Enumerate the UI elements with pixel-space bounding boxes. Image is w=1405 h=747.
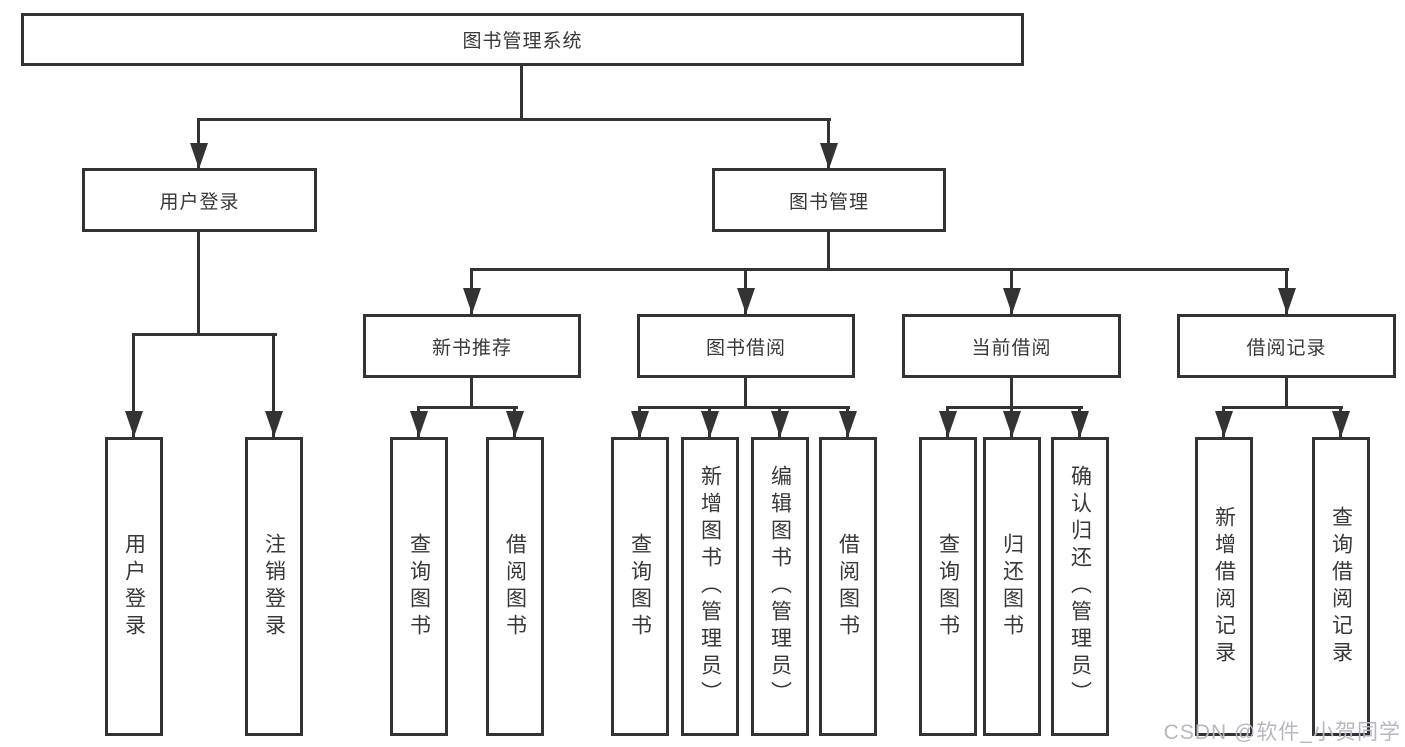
leaf-cb-query-book-label: 查询图书 — [936, 532, 960, 641]
leaf-bb-add-book-label: 新增图书（管理员） — [698, 465, 722, 708]
leaf-br-query-record-label: 查询借阅记录 — [1329, 505, 1353, 668]
connector-line — [638, 406, 850, 409]
arrowhead-down-icon — [190, 143, 208, 169]
leaf-rec-borrow-book-label: 借阅图书 — [503, 532, 527, 641]
arrowhead-down-icon — [1215, 411, 1233, 437]
node-current-borrow-label: 当前借阅 — [971, 337, 1052, 359]
leaf-logout-label: 注销登录 — [262, 532, 286, 641]
leaf-rec-query-book-label: 查询图书 — [407, 532, 431, 641]
leaf-cb-return-book-label: 归还图书 — [1000, 532, 1024, 641]
leaf-bb-query-book-label: 查询图书 — [628, 532, 652, 641]
leaf-bb-edit-book-label: 编辑图书（管理员） — [768, 465, 792, 708]
node-book-borrow-label: 图书借阅 — [705, 337, 786, 359]
node-new-book-recommend-label: 新书推荐 — [431, 337, 512, 359]
connector-line — [132, 333, 277, 336]
leaf-user-login-label: 用户登录 — [122, 532, 146, 641]
connector-line — [197, 118, 831, 121]
connector-line — [470, 378, 473, 409]
leaf-bb-borrow-book: 借阅图书 — [819, 437, 877, 736]
connector-line — [744, 378, 747, 409]
leaf-br-query-record: 查询借阅记录 — [1312, 437, 1370, 736]
connector-line — [827, 232, 830, 271]
connector-line — [946, 406, 1083, 409]
leaf-br-add-record-label: 新增借阅记录 — [1212, 505, 1236, 668]
arrowhead-down-icon — [631, 411, 649, 437]
leaf-rec-borrow-book: 借阅图书 — [486, 437, 544, 736]
node-book-management-label: 图书管理 — [788, 191, 869, 213]
node-root: 图书管理系统 — [21, 13, 1024, 66]
arrowhead-down-icon — [1332, 411, 1350, 437]
leaf-cb-return-book: 归还图书 — [983, 437, 1041, 736]
watermark: CSDN @软件_小贺同学 — [1163, 721, 1401, 744]
arrowhead-down-icon — [125, 411, 143, 437]
connector-line — [1010, 378, 1013, 409]
leaf-cb-confirm-return-label: 确认归还（管理员） — [1068, 465, 1092, 708]
leaf-bb-borrow-book-label: 借阅图书 — [836, 532, 860, 641]
leaf-logout: 注销登录 — [245, 437, 303, 736]
connector-line — [1222, 406, 1343, 409]
node-user-login-label: 用户登录 — [159, 191, 240, 213]
connector-line — [520, 64, 523, 118]
node-borrow-records-label: 借阅记录 — [1246, 337, 1327, 359]
connector-line — [417, 406, 518, 409]
arrowhead-down-icon — [265, 411, 283, 437]
node-root-label: 图书管理系统 — [462, 31, 583, 52]
connector-line — [197, 232, 200, 335]
leaf-bb-edit-book: 编辑图书（管理员） — [751, 437, 809, 736]
arrowhead-down-icon — [771, 411, 789, 437]
node-current-borrow: 当前借阅 — [902, 314, 1121, 378]
leaf-cb-confirm-return: 确认归还（管理员） — [1051, 437, 1109, 736]
arrowhead-down-icon — [1003, 411, 1021, 437]
arrowhead-down-icon — [820, 143, 838, 169]
connector-line — [1285, 378, 1288, 409]
leaf-rec-query-book: 查询图书 — [390, 437, 448, 736]
arrowhead-down-icon — [1278, 288, 1296, 314]
leaf-bb-add-book: 新增图书（管理员） — [681, 437, 739, 736]
arrowhead-down-icon — [737, 288, 755, 314]
arrowhead-down-icon — [1003, 288, 1021, 314]
arrowhead-down-icon — [506, 411, 524, 437]
arrowhead-down-icon — [1071, 411, 1089, 437]
arrowhead-down-icon — [939, 411, 957, 437]
node-book-borrow: 图书借阅 — [637, 314, 855, 378]
leaf-cb-query-book: 查询图书 — [919, 437, 977, 736]
node-book-management: 图书管理 — [712, 168, 946, 232]
node-user-login: 用户登录 — [82, 168, 317, 232]
leaf-bb-query-book: 查询图书 — [611, 437, 669, 736]
node-borrow-records: 借阅记录 — [1177, 314, 1396, 378]
connector-line — [272, 333, 275, 437]
connector-line — [132, 333, 135, 437]
arrowhead-down-icon — [463, 288, 481, 314]
arrowhead-down-icon — [410, 411, 428, 437]
arrowhead-down-icon — [839, 411, 857, 437]
arrowhead-down-icon — [701, 411, 719, 437]
connector-line — [470, 268, 1289, 271]
node-new-book-recommend: 新书推荐 — [363, 314, 581, 378]
leaf-user-login: 用户登录 — [105, 437, 163, 736]
leaf-br-add-record: 新增借阅记录 — [1195, 437, 1253, 736]
